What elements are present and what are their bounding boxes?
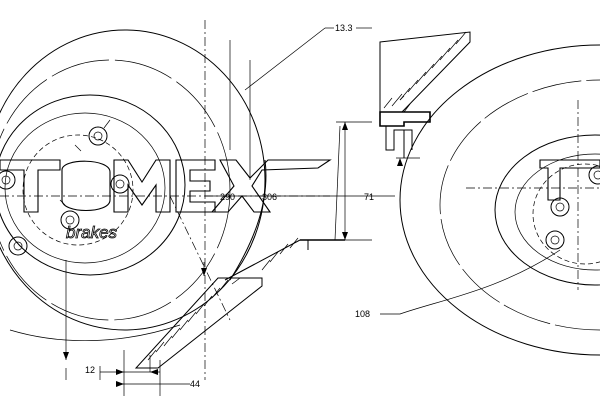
dim-label-top-width: 13.3 bbox=[335, 23, 353, 33]
bolt-holes bbox=[0, 126, 130, 256]
dim-label-diameter-mid: 306 bbox=[262, 192, 277, 202]
dim-bottom: 12 44 bbox=[65, 350, 200, 396]
dim-horizontal-labels: 290 306 71 bbox=[205, 192, 395, 202]
dim-label-diameter-outer: 290 bbox=[220, 192, 235, 202]
tomex-logo: brakes bbox=[0, 159, 332, 242]
dim-label-offset-bottom: 12 bbox=[85, 365, 95, 375]
logo-subtitle: brakes bbox=[66, 223, 118, 242]
dim-top-width: 13.3 bbox=[244, 23, 372, 91]
dim-label-hub-height: 71 bbox=[364, 192, 374, 202]
brake-disc-side-view: 108 bbox=[355, 44, 600, 356]
dim-label-thickness-bottom: 44 bbox=[190, 379, 200, 389]
dim-label-bolt-circle: 108 bbox=[355, 309, 370, 319]
brake-disc-front-view bbox=[0, 20, 330, 380]
dim-vertical-lines bbox=[63, 40, 251, 360]
disc-cross-section bbox=[134, 31, 471, 369]
